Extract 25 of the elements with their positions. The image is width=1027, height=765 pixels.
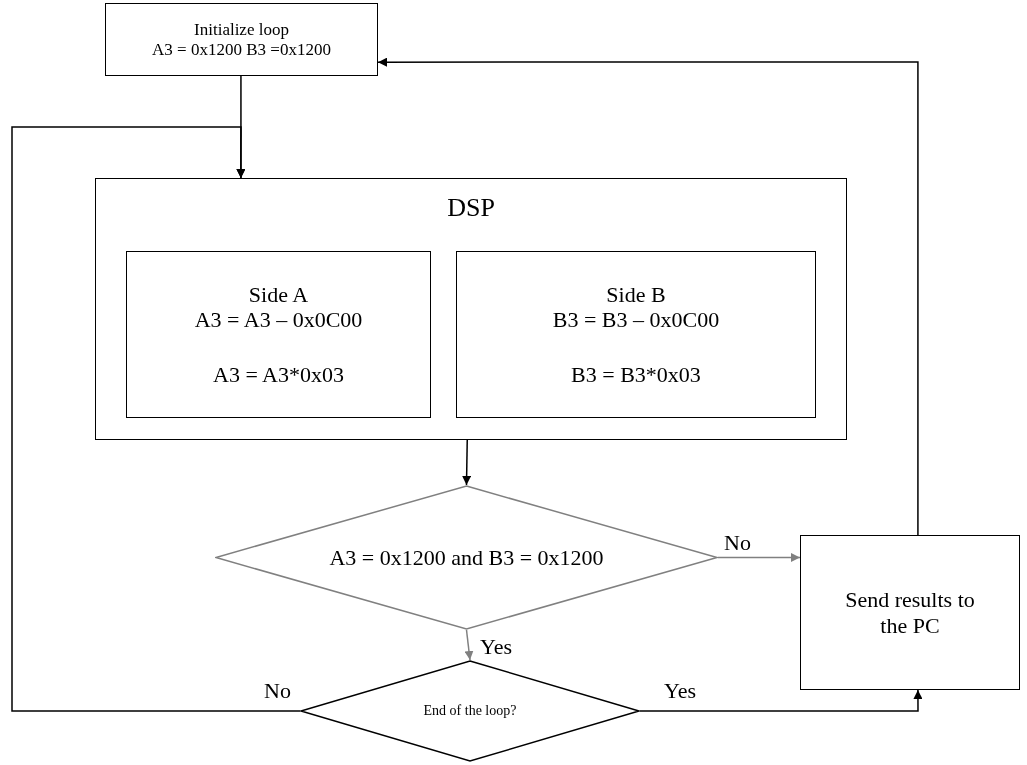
- arrow: [639, 689, 923, 712]
- group-box: [95, 178, 847, 440]
- node-text: End of the loop?: [423, 702, 517, 720]
- node-text: A3 = A3 – 0x0C00: [194, 306, 363, 333]
- process-box: [126, 251, 431, 418]
- node-text: B3 = B3*0x03: [571, 362, 701, 388]
- node-text: B3 = B3 – 0x0C00: [552, 306, 720, 333]
- process-box: [800, 535, 1020, 690]
- node-text: A3 = 0x1200 B3 =0x1200: [152, 39, 331, 60]
- node-heading: Side A: [248, 281, 309, 307]
- decision-diamond: [300, 660, 640, 762]
- node-text: A3 = A3*0x03: [213, 362, 344, 388]
- arrow: [462, 439, 472, 486]
- arrow: [464, 629, 474, 661]
- arrow: [377, 57, 919, 536]
- process-box: [105, 3, 378, 76]
- node-heading: Side B: [606, 281, 666, 307]
- node-text: A3 = 0x1200 and B3 = 0x1200: [329, 544, 604, 571]
- arrow: [717, 553, 801, 562]
- decision-diamond: [215, 485, 718, 630]
- arrow: [11, 126, 301, 712]
- node-text: DSP: [447, 193, 495, 223]
- node-heading: Initialize loop: [194, 19, 289, 40]
- node-text: Send results to the PC: [844, 587, 976, 638]
- process-box: [456, 251, 816, 418]
